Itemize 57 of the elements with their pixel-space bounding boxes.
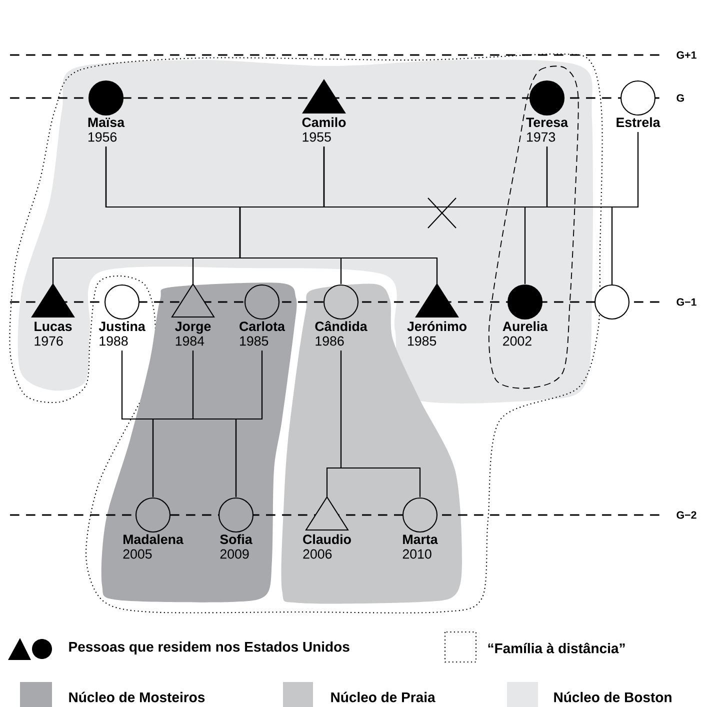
connector (611, 132, 639, 284)
node-label: 2006 (303, 549, 332, 559)
node-label: 1985 (240, 336, 268, 346)
legend-label: “Família à distância” (488, 642, 625, 654)
person-entry: Lucas 1976 (31, 283, 75, 346)
node-label: Jorge (175, 322, 211, 334)
person-symbol (594, 284, 630, 320)
node-label: Cândida (315, 320, 368, 332)
person-entry: Jorge 1984 (171, 283, 215, 346)
node-label: 2009 (220, 549, 249, 559)
person-entry: Jerónimo 1985 (407, 283, 466, 346)
legend-label: Núcleo de Boston (554, 692, 672, 702)
generation-label: G−2 (676, 511, 696, 519)
node-label: Teresa (526, 118, 568, 128)
node-label: Lucas (34, 322, 72, 332)
node-label: Maïsa (88, 118, 125, 128)
node-label: Jerónimo (407, 321, 466, 332)
node-label: 2002 (503, 336, 532, 346)
node-label: Marta (403, 534, 438, 544)
node-label: Madalena (124, 534, 184, 544)
node-label: 2005 (123, 549, 152, 559)
node-label: 1988 (100, 336, 128, 346)
node-label: Estrela (616, 117, 660, 128)
node-label: Aurelia (502, 321, 548, 332)
person-entry: Estrela (616, 80, 660, 128)
person-entry: Claudio 2006 (303, 496, 351, 559)
node-label: Camilo (302, 117, 346, 128)
person-entry: Aurelia 2002 (502, 284, 548, 346)
node-label: Carlota (240, 321, 286, 332)
legend-label: Núcleo de Mosteiros (69, 692, 205, 702)
person-entry: Maïsa 1956 (88, 80, 125, 142)
legend-label: Pessoas que residem nos Estados Unidos (69, 641, 350, 655)
node-label: 1973 (527, 132, 556, 142)
person-entry: Sofia 2009 (218, 497, 254, 559)
person-entry: Marta 2010 (402, 497, 438, 559)
connector (235, 350, 263, 497)
node-label: 1986 (316, 336, 344, 346)
connector (340, 350, 421, 497)
person-entry: Justina 1988 (98, 284, 146, 346)
person-entry: Teresa 1973 (526, 80, 568, 142)
person-entry: Cândida 1986 (315, 284, 368, 346)
node-label: 1976 (34, 336, 63, 346)
node-label: Claudio (303, 534, 351, 544)
person-entry: Carlota 1985 (240, 284, 286, 346)
node-label: 1985 (408, 336, 436, 346)
generation-label: G−1 (676, 298, 696, 306)
node-label: 2010 (402, 549, 432, 559)
node-label: 1956 (88, 132, 117, 142)
legend-label: Núcleo de Praia (331, 692, 436, 702)
generation-label: G (676, 94, 684, 102)
node-label: Sofia (220, 534, 252, 544)
person-entry: Camilo 1955 (302, 79, 346, 142)
person-entry: Madalena 2005 (123, 497, 184, 559)
node-label: Justina (98, 321, 146, 332)
generation-label: G+1 (676, 51, 696, 59)
node-label: 1984 (176, 336, 204, 346)
node-label: 1955 (302, 132, 331, 142)
